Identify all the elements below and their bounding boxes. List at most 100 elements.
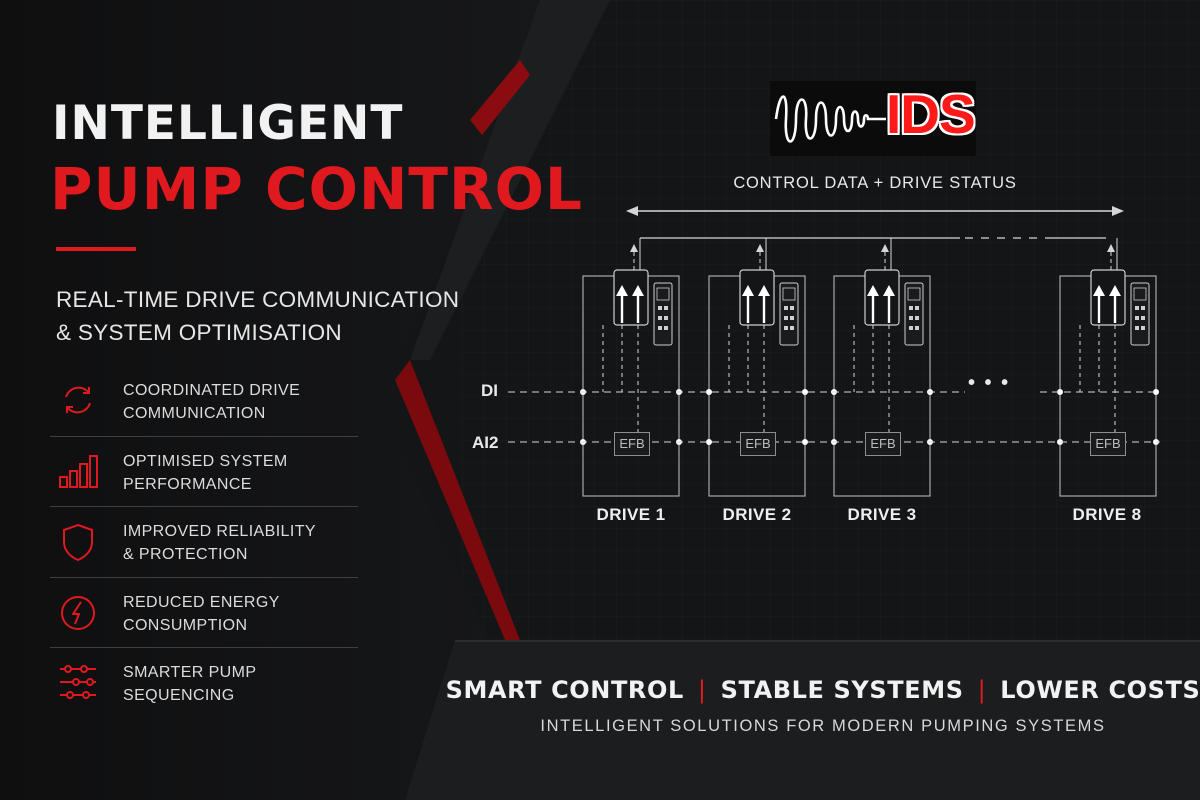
drive-2-junction [706,439,712,445]
drive-2-keypad-key [784,306,788,310]
bus-label: CONTROL DATA + DRIVE STATUS [733,174,1017,192]
lightning-bolt-icon [61,595,95,630]
bar-chart-icon [59,454,98,488]
drive-8-bus-tap-arrow [1107,244,1115,252]
drive-2-keypad-key [790,326,794,330]
tagline: SMART CONTROL | STABLE SYSTEMS | LOWER COSTS [430,676,1200,704]
drive-1-keypad-display [656,287,670,301]
feature-5-line-1: SMARTER PUMP [123,664,257,681]
drive-label-3: DRIVE 3 [847,505,917,524]
drive-8-junction [1057,389,1063,395]
drive-8-keypad-key [1141,306,1145,310]
feature-3-line-2: & PROTECTION [123,546,248,563]
feature-list: COORDINATED DRIVE COMMUNICATION OPTIMISE… [50,366,358,719]
feature-item-system-performance: OPTIMISED SYSTEM PERFORMANCE [50,437,358,507]
drive-label-2: DRIVE 2 [722,505,792,524]
drive-label-1: DRIVE 1 [596,505,666,524]
efb-module-drive-2: EFB [740,432,776,456]
drive-3-keypad-key [915,326,919,330]
feature-4-line-2: CONSUMPTION [123,616,248,634]
drive-3-keypad-key [915,316,919,320]
tagline-separator-2: | [977,676,987,704]
feature-item-energy: REDUCED ENERGY CONSUMPTION [50,578,358,648]
drive-8-keypad-key [1141,326,1145,330]
tagline-subline: INTELLIGENT SOLUTIONS FOR MODERN PUMPING… [540,717,1106,735]
drive-2-up-arrow-head [758,285,770,296]
efb-module-drive-8: EFB [1090,432,1126,456]
sliders-icon [60,665,96,699]
subtitle-line-1: REAL-TIME DRIVE COMMUNICATION [56,287,460,312]
tagline-smart-control: SMART CONTROL [445,676,684,704]
drive-1-keypad-key [658,326,662,330]
drive-3-keypad-key [909,306,913,310]
drive-1-comm-module [613,269,649,326]
drive-2-up-arrow-head [742,285,754,296]
drive-8-up-arrow-head [1093,285,1105,296]
drive-2-keypad-key [790,316,794,320]
spring-coil-logo-mark [774,95,886,143]
subtitle-line-2: & SYSTEM OPTIMISATION [56,320,342,345]
drive-8-keypad-key [1135,326,1139,330]
tagline-lower-costs: LOWER COSTS [1000,676,1200,704]
tagline-stable-systems: STABLE SYSTEMS [720,676,964,704]
drive-3-up-arrow-head [883,285,895,296]
feature-2-line-2: PERFORMANCE [123,475,252,493]
drive-3-up-arrow-head [867,285,879,296]
drive-1-up-arrow-head [616,285,628,296]
drive-3-keypad-display [907,287,921,301]
efb-module-drive-1: EFB [614,432,650,456]
feature-1-line-2: COMMUNICATION [123,405,266,422]
drive-8-keypad-key [1135,306,1139,310]
drive-3-keypad-key [909,326,913,330]
drive-1-keypad-key [664,326,668,330]
drive-3-keypad-key [909,316,913,320]
drive-2-keypad-key [784,316,788,320]
drive-1-keypad-key [658,306,662,310]
headline-line-2: PUMP CONTROL [50,155,583,223]
bus-arrow-head-right [1112,206,1124,216]
drive-2-bus-tap-arrow [756,244,764,252]
drive-1-up-arrow-head [632,285,644,296]
ids-logo [770,81,976,156]
drive-8-up-arrow-head [1109,285,1121,296]
drive-2-keypad-key [784,326,788,330]
signal-label-ai2: AI2 [472,433,499,452]
ellipsis-more-drives: • • • [968,372,1011,394]
drive-1-keypad-key [658,316,662,320]
drive-8-comm-module [1090,269,1126,326]
drive-2-keypad-display [782,287,796,301]
signal-label-di: DI [481,381,498,400]
tagline-separator-1: | [697,676,707,704]
drive-2-junction [706,389,712,395]
logo-wordmark: IDS [886,83,976,145]
drive-3-keypad-key [915,306,919,310]
refresh-cycle-icon [65,386,91,414]
drive-2-junction [802,389,808,395]
feature-2-line-1: OPTIMISED SYSTEM [123,452,288,470]
feature-item-coordinated-communication: COORDINATED DRIVE COMMUNICATION [50,366,358,437]
drive-1-keypad-key [664,316,668,320]
drive-2-keypad-key [790,306,794,310]
drive-8-keypad-display [1133,287,1147,301]
drive-3-comm-module [864,269,900,326]
drive-2-comm-module [739,269,775,326]
drive-label-8: DRIVE 8 [1072,505,1142,524]
bus-arrow-head-left [626,206,638,216]
drive-1-keypad-key [664,306,668,310]
feature-4-line-1: REDUCED ENERGY [123,593,280,611]
feature-item-sequencing: SMARTER PUMP SEQUENCING [50,648,358,719]
feature-item-reliability: IMPROVED RELIABILITY & PROTECTION [50,507,358,578]
subtitle: REAL-TIME DRIVE COMMUNICATION & SYSTEM O… [56,283,459,349]
drive-8-keypad-key [1135,316,1139,320]
shield-icon [63,523,93,562]
headline-line-1: INTELLIGENT [52,96,404,151]
drive-3-bus-tap-arrow [881,244,889,252]
efb-module-drive-3: EFB [865,432,901,456]
drive-2-junction [802,439,808,445]
title-accent-rule [56,247,136,251]
feature-1-line-1: COORDINATED DRIVE [123,382,301,399]
feature-3-line-1: IMPROVED RELIABILITY [123,523,316,540]
drive-8-junction [1153,389,1159,395]
